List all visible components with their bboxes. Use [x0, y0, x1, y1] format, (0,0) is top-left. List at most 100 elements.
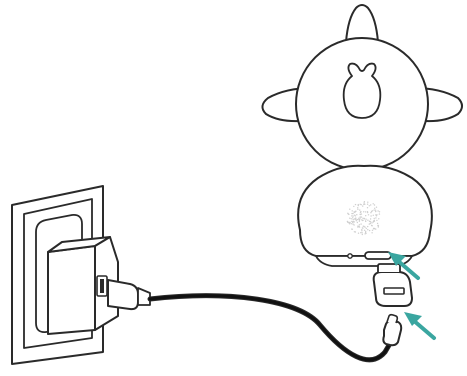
usb-plug-strain-relief: [137, 287, 151, 306]
mic-dot: [353, 211, 355, 213]
mic-dot: [370, 204, 372, 206]
mic-dot: [375, 206, 378, 208]
mic-dot: [377, 224, 379, 227]
arrow-to-base-port: [388, 252, 420, 280]
usb-cable: [147, 293, 395, 363]
mic-dot: [359, 216, 361, 218]
mic-dot: [361, 230, 363, 232]
mic-dot: [357, 208, 359, 210]
mic-dot: [370, 212, 372, 214]
power-adapter: [47, 236, 119, 335]
mic-dot: [357, 232, 360, 234]
mic-dot: [367, 225, 369, 228]
mic-dot: [375, 214, 377, 216]
mic-dot: [373, 204, 376, 206]
mic-dot: [357, 226, 359, 228]
mic-dot: [347, 212, 349, 214]
camera-head: [261, 4, 463, 171]
mic-dot: [361, 232, 363, 234]
arrow-head: [404, 312, 422, 326]
mic-dot: [356, 214, 358, 216]
mic-dot: [352, 221, 354, 224]
usb-cable-core: [148, 294, 394, 362]
mic-dot: [375, 228, 377, 230]
head-face-emblem: [342, 62, 382, 119]
mic-dot: [358, 225, 360, 228]
mic-dot: [367, 219, 369, 221]
mic-dot: [360, 204, 362, 206]
mic-dot: [365, 218, 367, 220]
mic-dot: [376, 219, 378, 222]
base-usb-port: [364, 251, 392, 260]
usb-plug-adapter-side: [107, 279, 151, 311]
mic-dot: [377, 226, 379, 228]
mic-dot: [368, 229, 371, 232]
mic-dot: [373, 209, 375, 211]
mic-dot: [375, 210, 377, 213]
mic-dot: [349, 208, 351, 210]
microphone-grille: [346, 201, 381, 236]
mic-dot: [358, 217, 360, 219]
mic-dot: [367, 229, 369, 231]
camera-plug-body: [382, 319, 403, 347]
dongle-top-connector: [377, 263, 401, 272]
mic-dot: [352, 217, 354, 219]
mic-dot: [370, 210, 373, 213]
base-body: [297, 164, 433, 257]
mic-dot: [363, 229, 366, 231]
usb-plug-body: [107, 279, 139, 311]
mic-dot: [358, 220, 361, 222]
mic-dot: [353, 231, 356, 233]
mic-dot: [359, 217, 361, 219]
mic-dot: [367, 214, 370, 216]
arrow-icon: [411, 318, 436, 340]
arrow-to-cable-plug: [404, 312, 436, 340]
mic-dot: [361, 227, 364, 229]
mic-dot: [359, 213, 361, 215]
head-top-knob: [345, 4, 379, 43]
mic-dot: [366, 211, 369, 213]
mic-dot: [376, 214, 378, 216]
mic-dot: [361, 233, 363, 236]
mic-dot: [358, 224, 361, 226]
mic-dot: [371, 229, 374, 231]
mic-dot: [364, 220, 367, 222]
mic-dot: [361, 229, 363, 231]
mic-dot: [363, 218, 366, 220]
mic-dot: [353, 224, 355, 226]
mic-dot: [378, 211, 381, 213]
mic-dot: [373, 227, 375, 230]
mic-dot: [352, 212, 354, 215]
mic-dot: [366, 207, 369, 209]
arrow-head: [388, 252, 406, 266]
mic-dot: [363, 201, 366, 203]
mic-dot: [360, 211, 362, 213]
mic-dot: [365, 227, 367, 230]
mic-dot: [370, 221, 372, 223]
mic-dot: [364, 211, 367, 213]
mic-dot: [359, 209, 361, 211]
mic-dot: [349, 217, 351, 219]
mic-dot: [352, 215, 354, 217]
camera-base: [297, 164, 433, 267]
camera-plug-tip: [386, 313, 399, 324]
mic-dot: [368, 223, 370, 225]
mic-dot: [357, 207, 359, 209]
usb-dongle: [372, 263, 413, 307]
mic-dot: [356, 218, 359, 221]
mic-dot: [348, 222, 350, 224]
mic-dot: [372, 214, 374, 216]
mic-dot: [378, 213, 381, 215]
usb-plug-camera-side: [382, 313, 403, 347]
mic-dot: [376, 222, 379, 225]
mic-dot: [370, 215, 372, 217]
mic-dot: [360, 223, 362, 225]
mic-dot: [357, 203, 359, 206]
mic-dot: [368, 220, 371, 222]
mic-dot: [373, 217, 375, 220]
mic-dot: [346, 220, 349, 223]
mic-dot: [358, 219, 360, 221]
mic-dot: [363, 211, 365, 213]
mic-dot: [351, 210, 353, 212]
